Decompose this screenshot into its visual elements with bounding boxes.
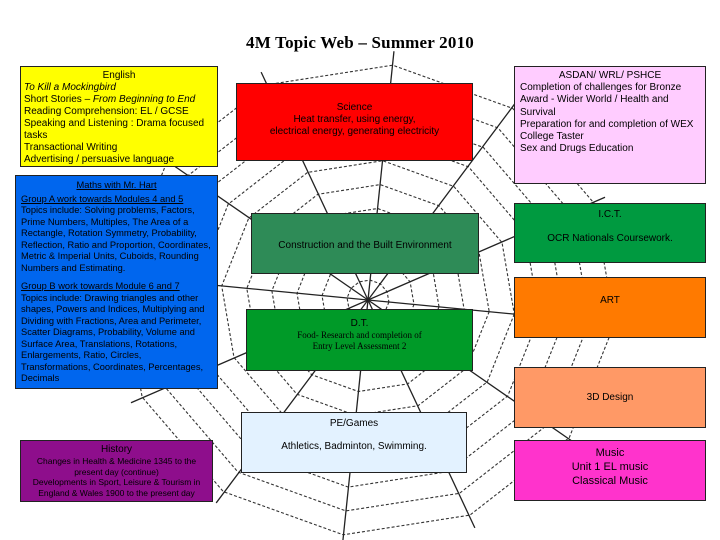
- maths-groupA-text: Topics include: Solving problems, Factor…: [21, 205, 211, 273]
- ict-text-1: OCR Nationals Coursework.: [547, 233, 673, 244]
- history-text-1: Changes in Health & Medicine 1345 to the…: [36, 456, 197, 477]
- english-text-6: Advertising / persuasive language: [24, 154, 175, 165]
- pe-text-1: Athletics, Badminton, Swimming.: [281, 441, 427, 452]
- design3d-box: 3D Design: [514, 367, 706, 428]
- english-text-2-prefix: Short Stories –: [24, 94, 93, 105]
- music-text-1: Unit 1 EL music: [571, 461, 649, 473]
- asdan-text-3: College Taster: [520, 131, 584, 143]
- maths-box: Maths with Mr. Hart Group A work towards…: [15, 175, 218, 389]
- dt-text-1: Food- Research and completion of: [297, 330, 422, 340]
- dt-text-2: Entry Level Assessment 2: [312, 341, 407, 351]
- design3d-heading: 3D Design: [586, 392, 634, 403]
- science-text-2: electrical energy, generating electricit…: [269, 126, 440, 137]
- art-heading: ART: [600, 295, 620, 306]
- maths-groupB-text: Topics include: Drawing triangles and ot…: [21, 292, 205, 384]
- dt-heading: D.T.: [350, 318, 369, 329]
- construction-text: Construction and the Built Environment: [278, 240, 452, 251]
- english-text-5: Transactional Writing: [24, 142, 118, 153]
- english-text-3: Reading Comprehension: EL / GCSE: [24, 106, 189, 117]
- science-heading: Science: [336, 102, 373, 113]
- english-text-1: To Kill a Mockingbird: [24, 82, 116, 93]
- english-text-2: Short Stories – From Beginning to End: [24, 94, 214, 106]
- science-text-1: Heat transfer, using energy,: [293, 114, 416, 125]
- pe-box: PE/Games Athletics, Badminton, Swimming.: [241, 412, 467, 473]
- history-box: History Changes in Health & Medicine 134…: [20, 440, 213, 502]
- english-box: English To Kill a Mockingbird Short Stor…: [20, 66, 218, 167]
- page-title: 4M Topic Web – Summer 2010: [246, 33, 474, 52]
- asdan-text-4: Sex and Drugs Education: [520, 143, 634, 155]
- music-heading: Music: [595, 447, 625, 459]
- asdan-text-2: Preparation for and completion of WEX: [520, 118, 694, 130]
- maths-heading: Maths with Mr. Hart: [76, 180, 157, 190]
- asdan-text-1: Completion of challenges for Bronze Awar…: [520, 82, 682, 118]
- maths-groupB-heading: Group B work towards Module 6 and 7: [21, 281, 180, 291]
- science-box: Science Heat transfer, using energy, ele…: [236, 83, 473, 161]
- maths-groupA-heading: Group A work towards Modules 4 and 5: [21, 193, 184, 204]
- construction-box: Construction and the Built Environment: [251, 213, 479, 274]
- dt-box: D.T. Food- Research and completion of En…: [246, 309, 473, 371]
- english-heading: English: [102, 70, 136, 81]
- english-text-2-italic: From Beginning to End: [92, 94, 196, 105]
- ict-heading: I.C.T.: [598, 209, 622, 220]
- ict-box: I.C.T. OCR Nationals Coursework.: [514, 203, 706, 263]
- history-text-2: Developments in Sport, Leisure & Tourism…: [32, 477, 201, 498]
- art-box: ART: [514, 277, 706, 338]
- music-text-2: Classical Music: [572, 475, 648, 487]
- english-text-4: Speaking and Listening : Drama focused t…: [24, 118, 205, 141]
- asdan-box: ASDAN/ WRL/ PSHCE Completion of challeng…: [514, 66, 706, 184]
- music-box: Music Unit 1 EL music Classical Music: [514, 440, 706, 501]
- pe-heading: PE/Games: [329, 418, 379, 429]
- web-ring: [171, 112, 565, 488]
- history-heading: History: [100, 444, 133, 455]
- asdan-heading: ASDAN/ WRL/ PSHCE: [558, 70, 662, 81]
